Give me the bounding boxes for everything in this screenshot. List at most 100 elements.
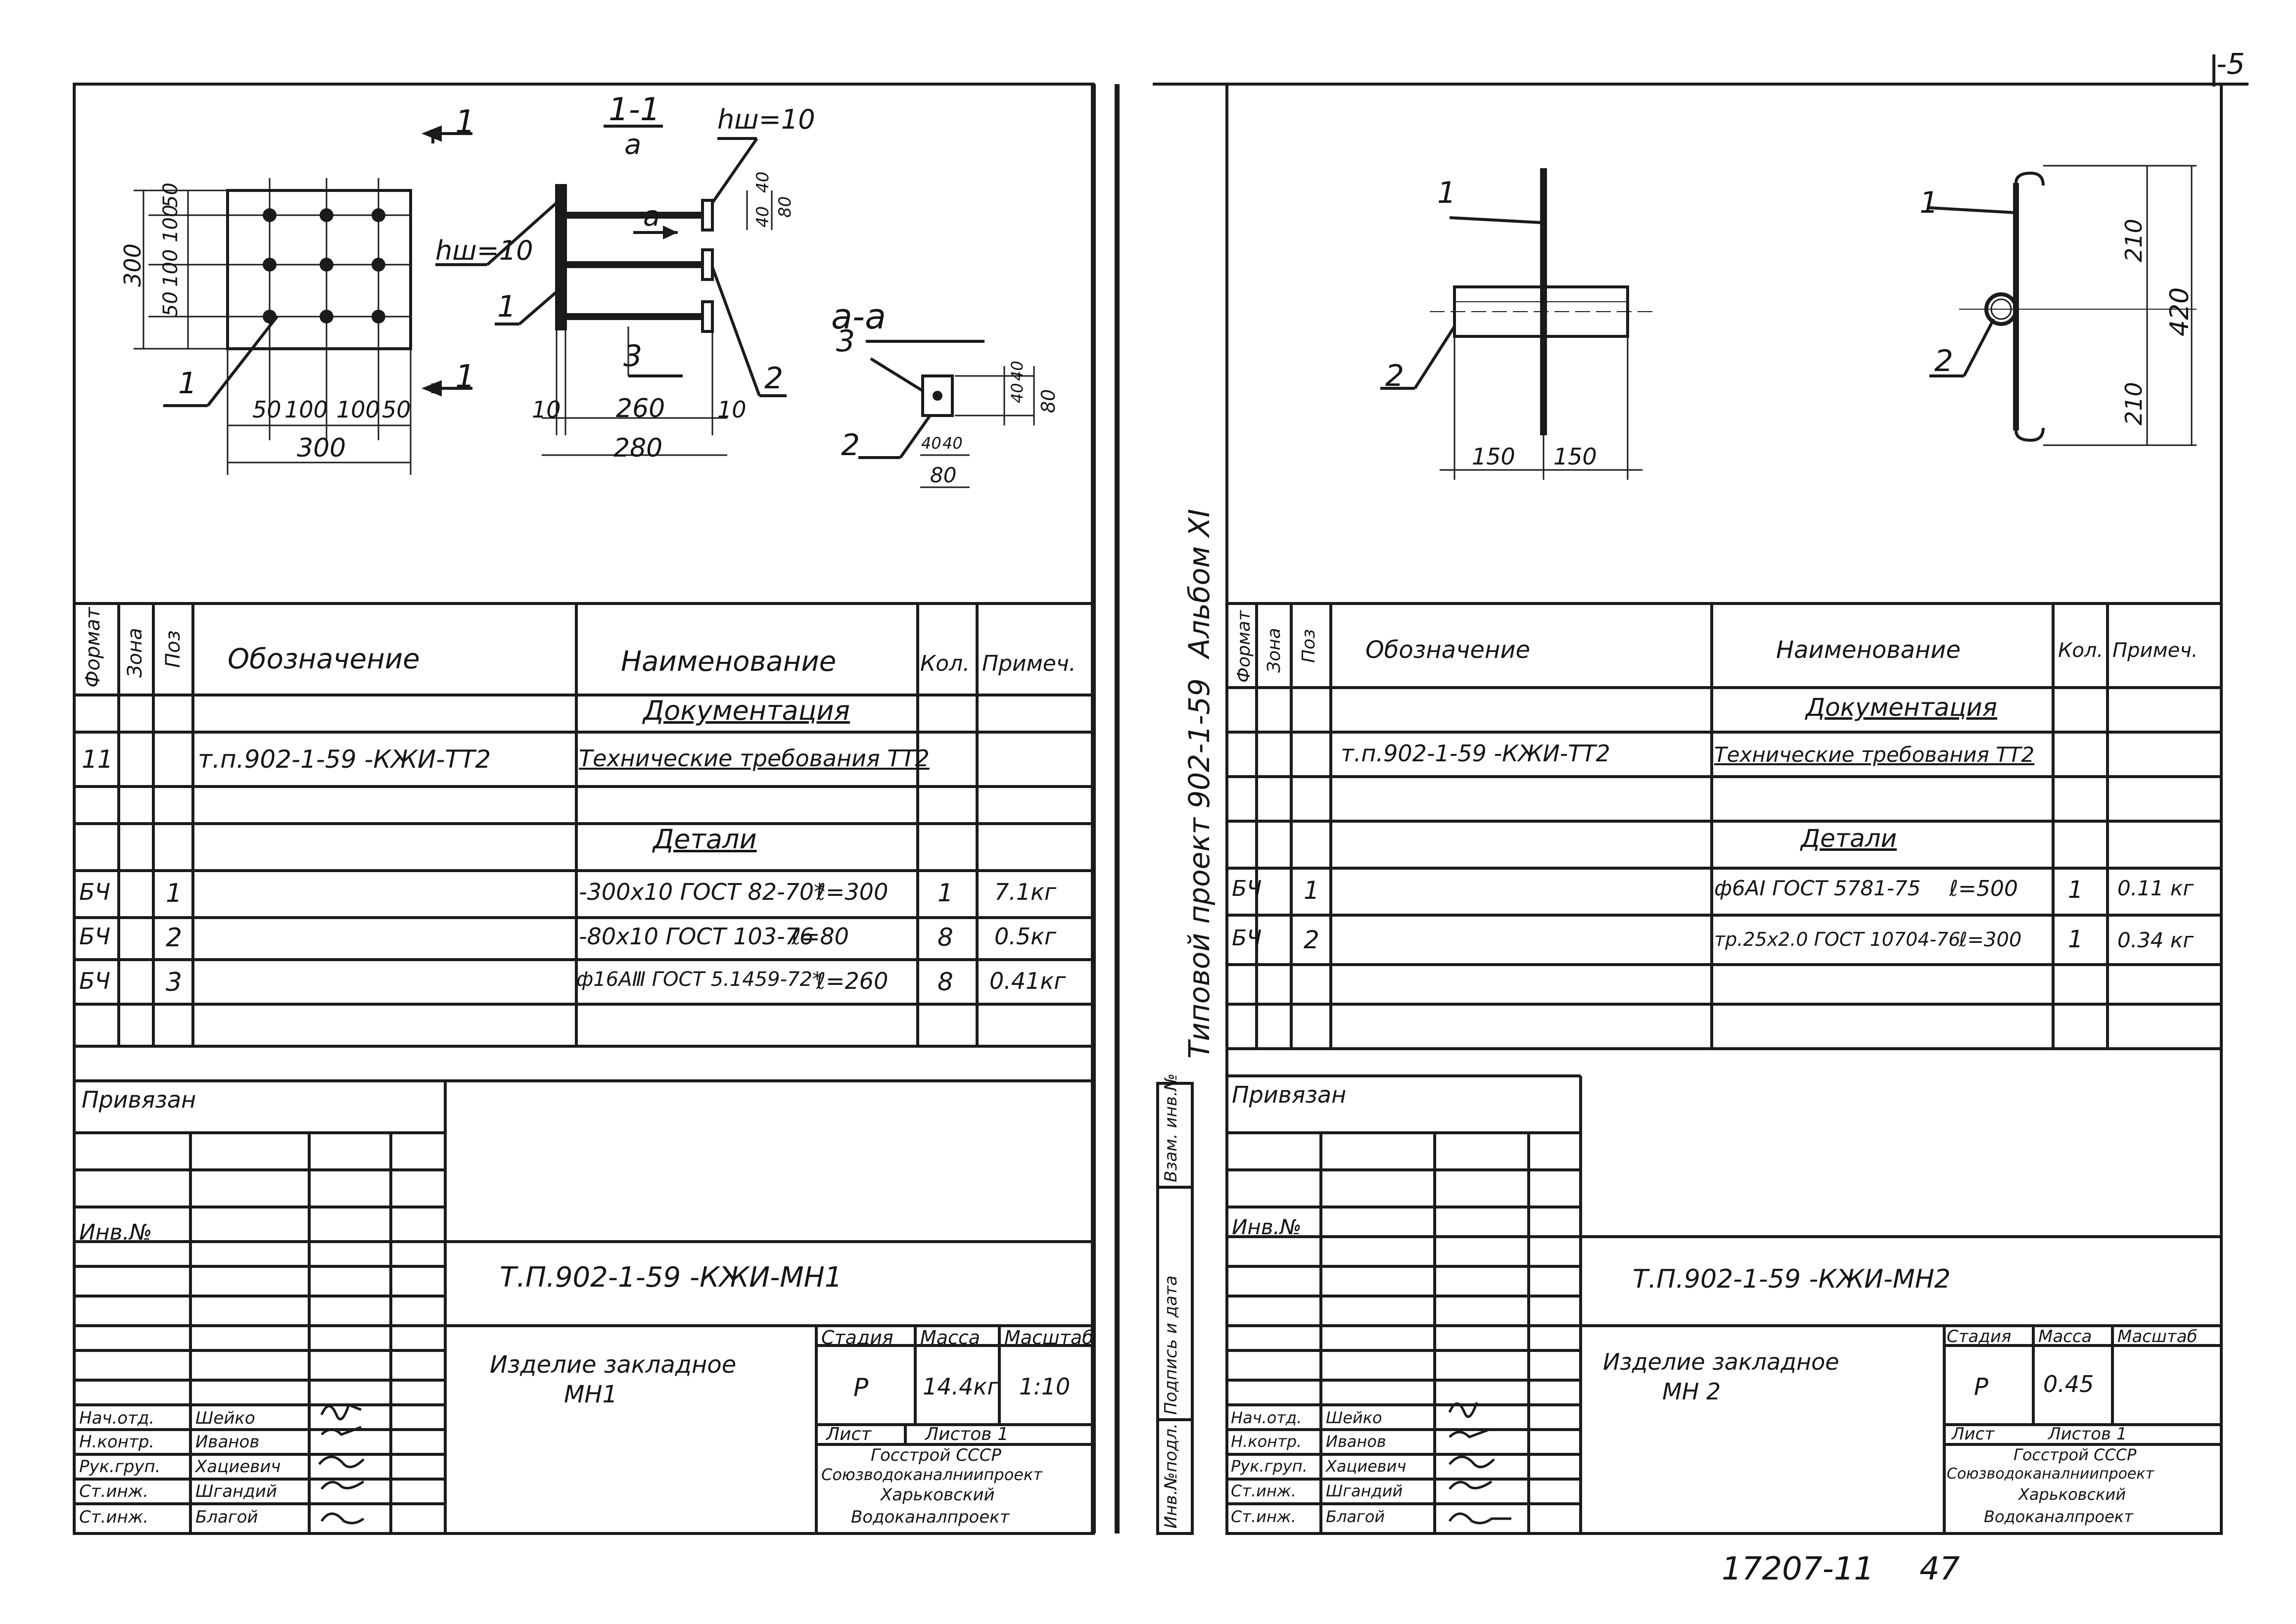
right-th-note: Примеч. [2112,639,2198,662]
right-signer-5-name: Благой [1326,1507,1385,1526]
detail-mark-a: a [624,129,642,161]
left-signer-4-role: Ст.инж. [79,1482,149,1501]
section-1-1 [435,125,787,456]
plate-total-v: 300 [119,243,146,287]
left-th-designation: Обозначение [228,643,420,675]
aa-dim-h3: 80 [930,463,957,487]
left-signer-3-role: Рук.груп. [79,1457,161,1477]
right-row2-format: БЧ [1232,926,1262,951]
left-signer-5-role: Ст.инж. [79,1507,149,1527]
right-org-1: Госстрой СССР [2014,1445,2137,1464]
detail-arrow [663,226,678,239]
left-signer-2-role: Н.контр. [79,1432,155,1452]
left-th-name: Наименование [621,646,837,678]
left-row1-pos: 1 [166,879,183,908]
right-code: Т.П.902-1-59 -КЖИ-МН2 [1633,1264,1951,1294]
left-title: Изделие закладное [490,1351,737,1379]
project-label: Типовой проект 902-1-59 [1182,678,1216,1059]
left-th-qty: Кол. [920,651,970,676]
right-stage-val-1: Р [1974,1373,1988,1401]
detail-mark-a-2: a [643,200,660,232]
right-org-4: Водоканалпроект [1984,1507,2133,1526]
left-privyazan: Привязан [82,1086,196,1113]
aa-dim-v3: 80 [1037,389,1059,413]
stamp-podpis-data: Подпись и дата [1161,1275,1181,1415]
left-section-parts: Детали [653,824,757,855]
signatures [318,1402,1511,1525]
left-row2-len: ℓ=80 [792,923,849,950]
page-number: -5 [2216,47,2245,81]
left-row1-name: -300х10 ГОСТ 82-70* [579,879,826,905]
anchor-points [263,208,385,324]
plate-dim-v4: 50 [159,183,182,208]
right-th-format: Формат [1234,610,1254,683]
right-row2-pos: 2 [1304,926,1319,954]
insert-section [1929,165,2197,446]
right-stage-head-2: Масса [2038,1327,2092,1346]
elev-total: 280 [613,433,663,463]
right-row2-note: 0.34 кг [2117,928,2194,952]
insert-plan [1380,168,1652,480]
right-row2-name: тр.25х2.0 ГОСТ 10704-76 [1714,928,1961,950]
left-row3-format: БЧ [79,968,111,994]
side-dim-3: 80 [775,196,795,218]
right-callout-1a: 1 [1437,176,1456,210]
right-row1-note: 0.11 кг [2117,876,2194,900]
right-signer-3-name: Хациевич [1326,1457,1406,1476]
right-stage-val-2: 0.45 [2043,1371,2094,1397]
callout-plate-1: 1 [178,366,197,401]
right-privyazan: Привязан [1232,1081,1347,1108]
left-row2-format: БЧ [79,923,111,950]
section-mark-top: 1 [455,104,475,140]
right-subtitle: МН 2 [1662,1378,1721,1405]
elev-dim-1: 10 [532,396,561,423]
plate-dim-h4: 50 [382,396,411,423]
left-signer-4-name: Шгандий [195,1482,277,1501]
plate-dim-h2: 100 [284,396,328,423]
left-org-4: Водоканалпроект [851,1507,1010,1527]
right-title: Изделие закладное [1603,1348,1839,1375]
right-doc-name: Технические требования ТТ2 [1714,742,2035,767]
left-signer-1-role: Нач.отд. [79,1408,155,1428]
right-row2-len: ℓ=300 [1959,928,2022,951]
left-stage-val-2: 14.4кг [923,1373,999,1400]
right-row1-format: БЧ [1232,876,1262,901]
right-dim-h1: 150 [1472,443,1515,470]
plate-dim-h1: 50 [252,396,281,423]
left-row2-name: -80х10 ГОСТ 103-76 [579,923,814,950]
elev-dim-3: 10 [717,396,747,423]
plate-dim-v2: 100 [159,249,182,287]
left-th-zone: Зона [124,628,146,678]
left-row3-pos: 3 [166,968,183,997]
weld-label-left: hш=10 [435,235,533,266]
weld-label-top: hш=10 [717,104,815,135]
aa-dim-v1: 40 [1008,383,1027,403]
callout-elev-1: 1 [497,289,516,324]
plate-dim-h3: 100 [336,396,380,423]
left-inv: Инв.№ [79,1220,152,1245]
left-stage-head-2: Масса [920,1327,981,1348]
right-org-2: Союзводоканалниипроект [1947,1465,2154,1483]
left-subtitle: МН1 [564,1381,618,1408]
right-section-parts: Детали [1801,824,1897,853]
left-sheets-total: Листов 1 [925,1424,1009,1444]
left-doc-name: Технические требования ТТ2 [579,745,930,772]
right-row2-qty: 1 [2068,926,2083,953]
left-th-note: Примеч. [982,651,1076,676]
aa-dim-h2: 40 [942,434,963,453]
left-doc-designation: т.п.902-1-59 -КЖИ-ТТ2 [198,745,491,774]
right-doc-designation: т.п.902-1-59 -КЖИ-ТТ2 [1341,740,1610,767]
right-frame [1225,83,2223,1535]
right-row1-qty: 1 [2068,876,2083,904]
left-row3-len: ℓ=260 [816,968,889,994]
bottom-inventory-number: 17207-11 [1722,1551,1874,1587]
right-inv: Инв.№ [1232,1215,1302,1239]
left-th-pos: Поз [162,630,185,668]
plate-dim-v1: 50 [159,291,182,317]
right-signer-1-role: Нач.отд. [1231,1408,1302,1427]
right-th-designation: Обозначение [1365,636,1531,664]
plate-total-h: 300 [297,433,346,463]
aa-dim-h1: 40 [921,434,941,453]
right-callout-2a: 2 [1385,359,1405,393]
section-a-a [858,340,1035,488]
